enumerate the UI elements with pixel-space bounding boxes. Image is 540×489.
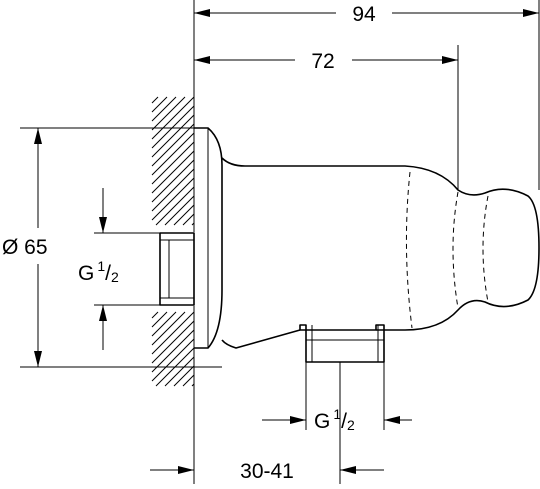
hatch-line <box>151 159 195 203</box>
hatch-line <box>151 338 195 382</box>
grip-contour-left <box>405 171 413 329</box>
arrow-depth-right <box>340 466 356 474</box>
hatch-line <box>151 311 159 319</box>
arrow-wall-thread-top <box>99 217 107 233</box>
hatch-line <box>151 168 195 212</box>
wall-stub-outline <box>159 232 195 306</box>
grip-contour-right <box>482 195 489 303</box>
grip-contour-mid <box>452 191 459 309</box>
hatch-line <box>151 96 159 104</box>
arrow-65-bottom <box>34 351 42 367</box>
arrow-94-right <box>523 9 539 17</box>
hatch-line <box>151 329 195 373</box>
hatch-line <box>151 311 195 355</box>
hatch-line <box>173 365 195 387</box>
hatch-line <box>151 96 177 122</box>
hatch-upper <box>151 96 195 226</box>
arrow-wall-thread-bottom <box>99 305 107 321</box>
hatch-line <box>151 132 195 176</box>
hatch-line <box>151 105 195 149</box>
label-body-length: 72 <box>311 50 334 73</box>
arrow-outlet-left <box>290 416 306 424</box>
hatch-line <box>151 96 186 131</box>
hatch-line <box>173 204 195 226</box>
hatch-line <box>191 222 195 226</box>
hatch-line <box>151 150 195 194</box>
dimension-flange-diameter: Ø 65 <box>2 127 222 368</box>
dimension-body-length: 72 <box>194 45 459 190</box>
hatch-line <box>191 383 195 387</box>
hatch-line <box>151 141 195 185</box>
label-flange-diameter: Ø 65 <box>2 236 48 259</box>
hatch-line <box>151 311 177 337</box>
arrow-65-top <box>34 128 42 144</box>
hatch-line <box>151 311 186 346</box>
hatch-line <box>151 96 195 140</box>
arrow-94-left <box>194 9 210 17</box>
hatch-line <box>182 374 195 387</box>
body-underside <box>221 329 301 349</box>
hatch-line <box>182 213 195 226</box>
arrow-72-right <box>442 56 458 64</box>
outlet-stub-outline <box>299 324 385 363</box>
hatch-line <box>155 186 195 226</box>
hatch-line <box>151 123 195 167</box>
hatch-lower <box>151 311 195 387</box>
hatch-line <box>164 356 195 387</box>
arrow-outlet-right <box>384 416 400 424</box>
hatch-line <box>151 114 195 158</box>
hatch-line <box>151 177 195 221</box>
wall-hatching <box>151 96 195 387</box>
outlet-thread-stub <box>299 324 385 363</box>
arrow-72-left <box>194 56 210 64</box>
arrow-depth-left <box>178 466 194 474</box>
elbow-body <box>194 127 540 349</box>
hatch-line <box>151 320 195 364</box>
hatch-line <box>151 96 168 113</box>
label-overall-length: 94 <box>352 3 376 26</box>
hatch-line <box>164 195 195 226</box>
flange-rosette <box>194 127 223 349</box>
dimension-overall-length: 94 <box>193 0 540 190</box>
dimension-wall-depth: 30-41 <box>150 362 384 484</box>
body-silhouette <box>221 157 540 331</box>
hatch-line <box>151 311 168 328</box>
label-wall-depth: 30-41 <box>240 460 294 483</box>
wall-thread-stub <box>159 232 195 306</box>
